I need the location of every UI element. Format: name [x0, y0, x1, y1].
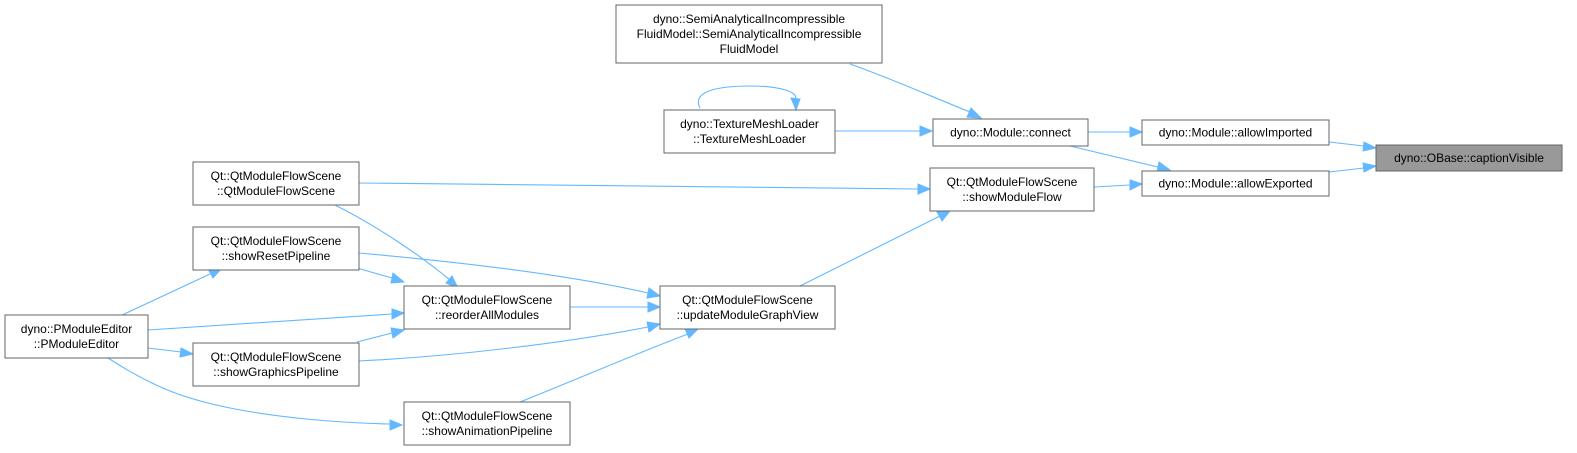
- edge-allowexported-to-captionvisible: [1328, 167, 1365, 173]
- node-label-line: dyno::SemiAnalyticalIncompressible: [653, 12, 845, 26]
- node-label-line: ::showResetPipeline: [222, 249, 331, 263]
- node-update-module-graph-view[interactable]: Qt::QtModuleFlowScene::updateModuleGraph…: [659, 285, 836, 330]
- node-label-line: dyno::TextureMeshLoader: [680, 117, 819, 131]
- node-show-animation-pipeline[interactable]: Qt::QtModuleFlowScene::showAnimationPipe…: [403, 401, 571, 446]
- node-allow-exported[interactable]: dyno::Module::allowExported: [1141, 170, 1330, 197]
- arrowhead: [647, 301, 662, 313]
- node-label-line: Qt::QtModuleFlowScene: [682, 293, 813, 307]
- node-label-line: ::reorderAllModules: [435, 308, 539, 322]
- node-label-line: dyno::PModuleEditor: [21, 322, 132, 336]
- edge-qtmoduleflowscene-to-showmoduleflow: [358, 182, 919, 190]
- arrowhead: [390, 327, 406, 339]
- node-label-line: Qt::QtModuleFlowScene: [422, 409, 553, 423]
- node-qt-module-flow-scene[interactable]: Qt::QtModuleFlowScene::QtModuleFlowScene: [192, 161, 360, 206]
- edge-pmoduleeditor-to-showresetpipeline: [119, 273, 211, 317]
- arrowhead: [1129, 126, 1144, 138]
- edge-qtmoduleflowscene-to-reorderallmodules: [334, 204, 451, 281]
- arrowhead: [966, 107, 983, 119]
- node-label-line: dyno::Module::allowExported: [1158, 177, 1312, 191]
- edge-texturemeshloader-self: [697, 85, 797, 109]
- edge-showmoduleflow-to-allowexported: [1093, 184, 1131, 188]
- node-label-line: dyno::Module::allowImported: [1159, 126, 1312, 140]
- edge-showresetpipeline-to-reorderallmodules: [356, 267, 393, 279]
- arrowhead: [919, 125, 934, 137]
- edge-connect-to-allowexported: [1069, 145, 1159, 168]
- node-show-graphics-pipeline[interactable]: Qt::QtModuleFlowScene::showGraphicsPipel…: [192, 342, 360, 387]
- node-label-line: Qt::QtModuleFlowScene: [947, 175, 1078, 189]
- arrowhead: [389, 419, 404, 431]
- arrowhead: [1129, 179, 1144, 191]
- node-label-line: dyno::OBase::captionVisible: [1394, 151, 1544, 165]
- edge-allowimported-to-captionvisible: [1328, 141, 1365, 147]
- node-label-line: ::showModuleFlow: [962, 190, 1062, 204]
- arrowhead: [646, 287, 662, 299]
- nodes: dyno::OBase::captionVisible dyno::Module…: [4, 4, 1563, 446]
- arrowhead: [646, 321, 662, 333]
- node-label-line: ::showGraphicsPipeline: [213, 365, 339, 379]
- node-allow-imported[interactable]: dyno::Module::allowImported: [1141, 119, 1330, 146]
- node-label-line: Qt::QtModuleFlowScene: [211, 169, 342, 183]
- edge-updatemodulegraphview-to-showmoduleflow: [799, 215, 941, 287]
- arrowhead: [790, 97, 801, 112]
- node-show-reset-pipeline[interactable]: Qt::QtModuleFlowScene::showResetPipeline: [192, 226, 360, 271]
- arrowhead: [179, 347, 195, 358]
- arrowhead: [1362, 141, 1378, 152]
- node-label-line: ::updateModuleGraphView: [677, 308, 819, 322]
- node-label-line: FluidModel: [720, 42, 779, 56]
- node-label-line: ::QtModuleFlowScene: [217, 184, 335, 198]
- node-caption-visible[interactable]: dyno::OBase::captionVisible: [1375, 144, 1563, 172]
- edge-pmoduleeditor-to-showanimationpipeline: [107, 357, 391, 425]
- node-label-line: ::PModuleEditor: [34, 337, 119, 351]
- edge-showanimationpipeline-to-updatemodulegraphview: [519, 333, 689, 403]
- edge-showgraphicspipeline-to-updatemodulegraphview: [358, 326, 649, 362]
- arrowhead: [1362, 162, 1378, 173]
- arrowhead: [917, 183, 932, 195]
- node-label-line: Qt::QtModuleFlowScene: [211, 350, 342, 364]
- node-pmodule-editor[interactable]: dyno::PModuleEditor::PModuleEditor: [4, 314, 149, 359]
- edge-pmoduleeditor-to-reorderallmodules: [147, 313, 393, 331]
- edge-showresetpipeline-to-updatemodulegraphview: [358, 252, 649, 294]
- arrowhead: [936, 210, 952, 222]
- node-label-line: ::showAnimationPipeline: [422, 424, 553, 438]
- edges: [107, 63, 1378, 431]
- node-label-line: dyno::Module::connect: [950, 126, 1071, 140]
- node-semi-analytical[interactable]: dyno::SemiAnalyticalIncompressibleFluidM…: [615, 4, 883, 64]
- arrowhead: [391, 308, 406, 320]
- edge-showgraphicspipeline-to-reorderallmodules: [356, 332, 393, 343]
- node-show-module-flow[interactable]: Qt::QtModuleFlowScene::showModuleFlow: [929, 167, 1095, 212]
- arrowhead: [390, 272, 406, 284]
- node-reorder-all-modules[interactable]: Qt::QtModuleFlowScene::reorderAllModules: [403, 285, 571, 330]
- edge-semianalytical-to-connect: [849, 63, 971, 113]
- node-label-line: ::TextureMeshLoader: [693, 132, 806, 146]
- node-label-line: Qt::QtModuleFlowScene: [211, 234, 342, 248]
- node-label-line: Qt::QtModuleFlowScene: [422, 293, 553, 307]
- node-module-connect[interactable]: dyno::Module::connect: [932, 118, 1089, 147]
- node-label-line: FluidModel::SemiAnalyticalIncompressible: [637, 27, 862, 41]
- arrowhead: [684, 328, 700, 339]
- edge-pmoduleeditor-to-showgraphicspipeline: [147, 347, 182, 353]
- node-texture-mesh-loader[interactable]: dyno::TextureMeshLoader::TextureMeshLoad…: [663, 109, 836, 154]
